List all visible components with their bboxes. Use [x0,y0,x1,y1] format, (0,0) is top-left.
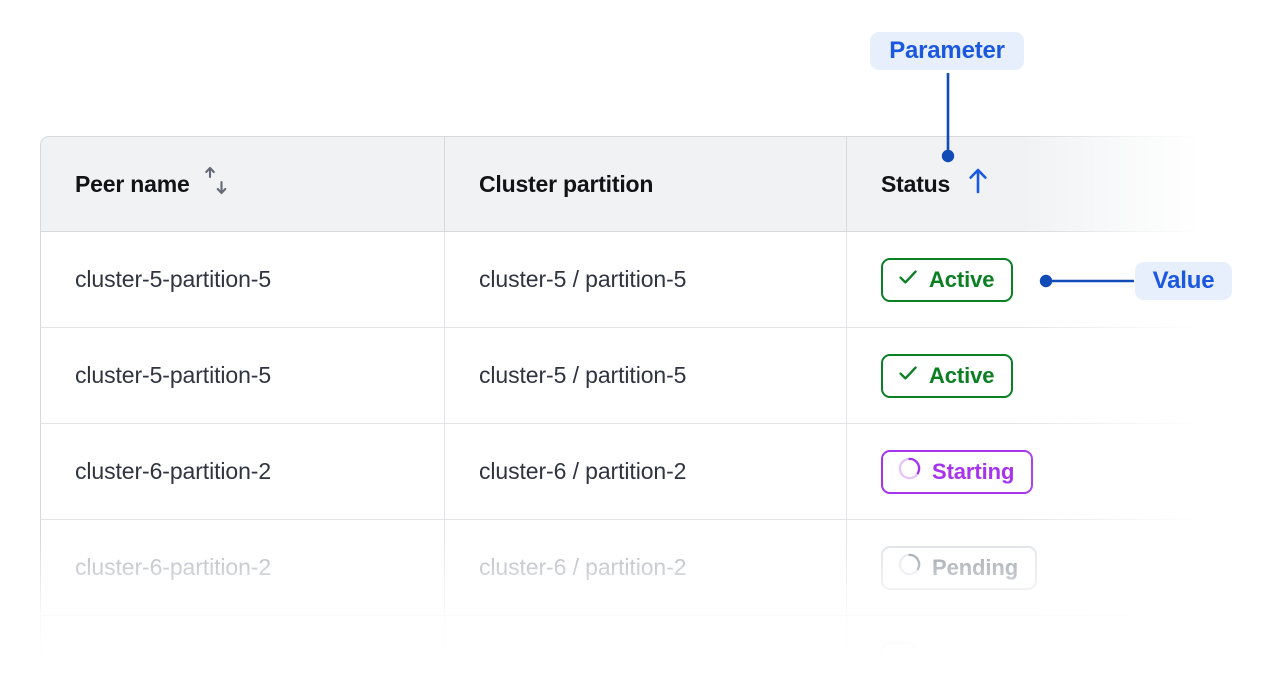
cell-status: Starting [846,424,1200,520]
peers-table: Peer name Cluster partition [40,136,1200,688]
spinner-icon [897,552,922,583]
annotation-label-parameter: Parameter [870,32,1024,70]
cell-status: Pending [846,520,1200,616]
column-header-status-label: Status [881,170,951,197]
status-badge[interactable]: Active [881,353,1014,398]
table-body: cluster-5-partition-5 cluster-5 / partit… [40,232,1200,688]
status-badge[interactable] [881,641,916,686]
status-badge-label: Active [929,266,995,292]
status-badge-label: Pending [932,554,1019,580]
annotation-label-value: Value [1135,262,1232,300]
cell-peer-name: cluster-6-partition-2 [40,520,444,616]
table-row[interactable] [40,616,1200,688]
arrow-up-icon[interactable] [964,166,992,202]
table-row[interactable]: cluster-5-partition-5 cluster-5 / partit… [40,232,1200,328]
column-header-cluster-partition[interactable]: Cluster partition [444,136,846,232]
column-header-peer-name-label: Peer name [75,170,190,197]
spinner-icon [897,456,922,487]
table-row[interactable]: cluster-6-partition-2 cluster-6 / partit… [40,520,1200,616]
cell-status [846,616,1200,688]
table-row[interactable]: cluster-6-partition-2 cluster-6 / partit… [40,424,1200,520]
table-row[interactable]: cluster-5-partition-5 cluster-5 / partit… [40,328,1200,424]
status-badge[interactable]: Pending [881,545,1038,590]
column-header-peer-name[interactable]: Peer name [40,136,444,232]
table-header-row: Peer name Cluster partition [40,136,1200,232]
status-badge-label: Starting [932,458,1015,484]
cell-cluster-partition: cluster-6 / partition-2 [444,424,846,520]
status-badge-label: Active [929,362,995,388]
column-header-status[interactable]: Status [846,136,1200,232]
cell-cluster-partition: cluster-6 / partition-2 [444,520,846,616]
status-badge[interactable]: Active [881,257,1014,302]
column-header-cluster-partition-label: Cluster partition [479,170,654,197]
table-header: Peer name Cluster partition [40,136,1200,232]
check-icon [897,362,919,390]
cell-status: Active [846,328,1200,424]
sort-both-icon[interactable] [204,166,230,202]
cell-peer-name [40,616,444,688]
cell-peer-name: cluster-5-partition-5 [40,328,444,424]
cell-cluster-partition: cluster-5 / partition-5 [444,328,846,424]
cell-cluster-partition [444,616,846,688]
cell-peer-name: cluster-6-partition-2 [40,424,444,520]
peers-table-container: Peer name Cluster partition [40,136,1200,688]
status-badge[interactable]: Starting [881,449,1034,494]
cell-cluster-partition: cluster-5 / partition-5 [444,232,846,328]
check-icon [897,266,919,294]
cell-peer-name: cluster-5-partition-5 [40,232,444,328]
